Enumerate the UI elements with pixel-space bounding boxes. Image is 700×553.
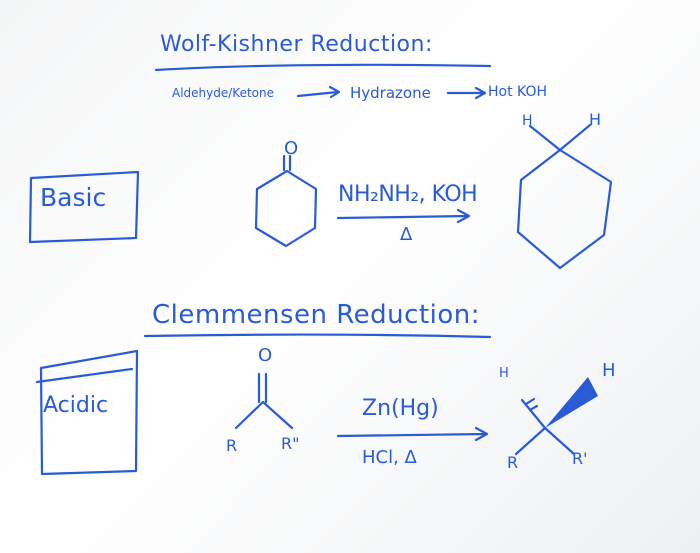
product-substituent-right: R'	[572, 449, 588, 468]
sequence-step-1: Aldehyde/Ketone	[172, 86, 274, 100]
ch2-bond-right	[558, 123, 592, 152]
ketone-substituent-right: R"	[281, 434, 300, 453]
cyclohexane-product-ring	[516, 148, 613, 270]
cyclohexanone-ring	[254, 169, 318, 248]
solid-wedge	[545, 377, 598, 428]
basic-box	[28, 170, 140, 244]
clemmensen-reagent-bottom: HCl, Δ	[362, 447, 417, 468]
title-underline-2	[143, 333, 492, 339]
acidic-box-outer	[39, 349, 139, 476]
sequence-step-3: Hot KOH	[488, 84, 547, 100]
reaction-arrow-1	[336, 208, 471, 224]
carbonyl-double-bond-2	[257, 372, 268, 404]
product-bonds	[514, 426, 576, 456]
clemmensen-product-h-left: H	[499, 366, 509, 381]
hashed-wedge	[520, 397, 547, 430]
ch2-bond-left	[528, 124, 562, 152]
ketone-substituent-left: R	[226, 436, 238, 455]
sequence-arrow-1	[296, 85, 341, 99]
wk-reagent: NH₂NH₂, KOH	[338, 182, 478, 207]
carbonyl-oxygen-2: O	[258, 345, 273, 366]
title-underline	[154, 63, 492, 72]
wolff-kishner-title: Wolf-Kishner Reduction:	[160, 32, 433, 57]
wk-heat-symbol: Δ	[400, 224, 413, 245]
wk-product-h-left: H	[522, 113, 533, 129]
acidic-box-inner	[35, 367, 134, 384]
clemmensen-reagent-top: Zn(Hg)	[362, 396, 439, 421]
sequence-step-2: Hydrazone	[350, 84, 431, 102]
carbonyl-oxygen-1: O	[284, 138, 299, 159]
reaction-arrow-2	[336, 426, 489, 442]
acidic-label: Acidic	[43, 393, 109, 418]
basic-label: Basic	[40, 183, 107, 212]
wk-product-h-right: H	[589, 110, 602, 129]
carbonyl-double-bond-1	[282, 154, 292, 172]
product-substituent-left: R	[507, 453, 519, 472]
sequence-arrow-2	[446, 86, 487, 100]
clemmensen-product-h-right: H	[602, 360, 616, 381]
clemmensen-title: Clemmensen Reduction:	[152, 300, 481, 330]
ketone-bonds	[234, 400, 294, 430]
